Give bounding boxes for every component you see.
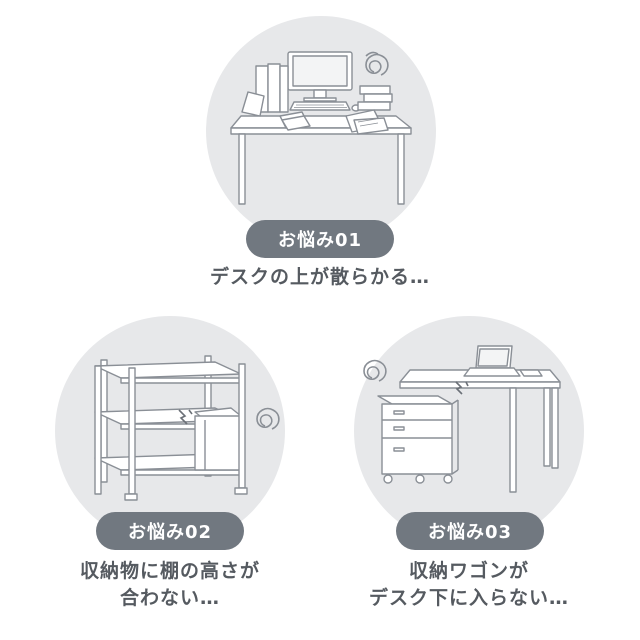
problem-description: デスクの上が散らかる…	[120, 264, 520, 291]
wagon-desk-illustration	[363, 345, 561, 493]
description-line: 収納ワゴンが	[408, 560, 529, 582]
description-line: デスクの上が散らかる…	[209, 266, 430, 288]
problem-badge: お悩み02	[96, 512, 244, 550]
illustration-circle	[55, 316, 285, 546]
problem-badge: お悩み01	[246, 220, 394, 258]
problem-badge: お悩み03	[396, 512, 544, 550]
impact-icon	[455, 381, 469, 395]
description-line: 収納物に棚の高さが	[79, 560, 260, 582]
impact-icon	[178, 409, 193, 425]
swirl-icon	[256, 407, 280, 430]
problem-description: 収納ワゴンが デスク下に入らない…	[324, 558, 614, 612]
description-line: 合わない…	[119, 587, 220, 609]
description-line: デスク下に入らない…	[368, 587, 569, 609]
shelf-illustration	[94, 355, 280, 501]
problem-description: 収納物に棚の高さが 合わない…	[20, 558, 320, 612]
swirl-icon	[363, 359, 387, 382]
messy-desk-illustration	[230, 51, 412, 205]
swirl-icon	[365, 51, 389, 76]
